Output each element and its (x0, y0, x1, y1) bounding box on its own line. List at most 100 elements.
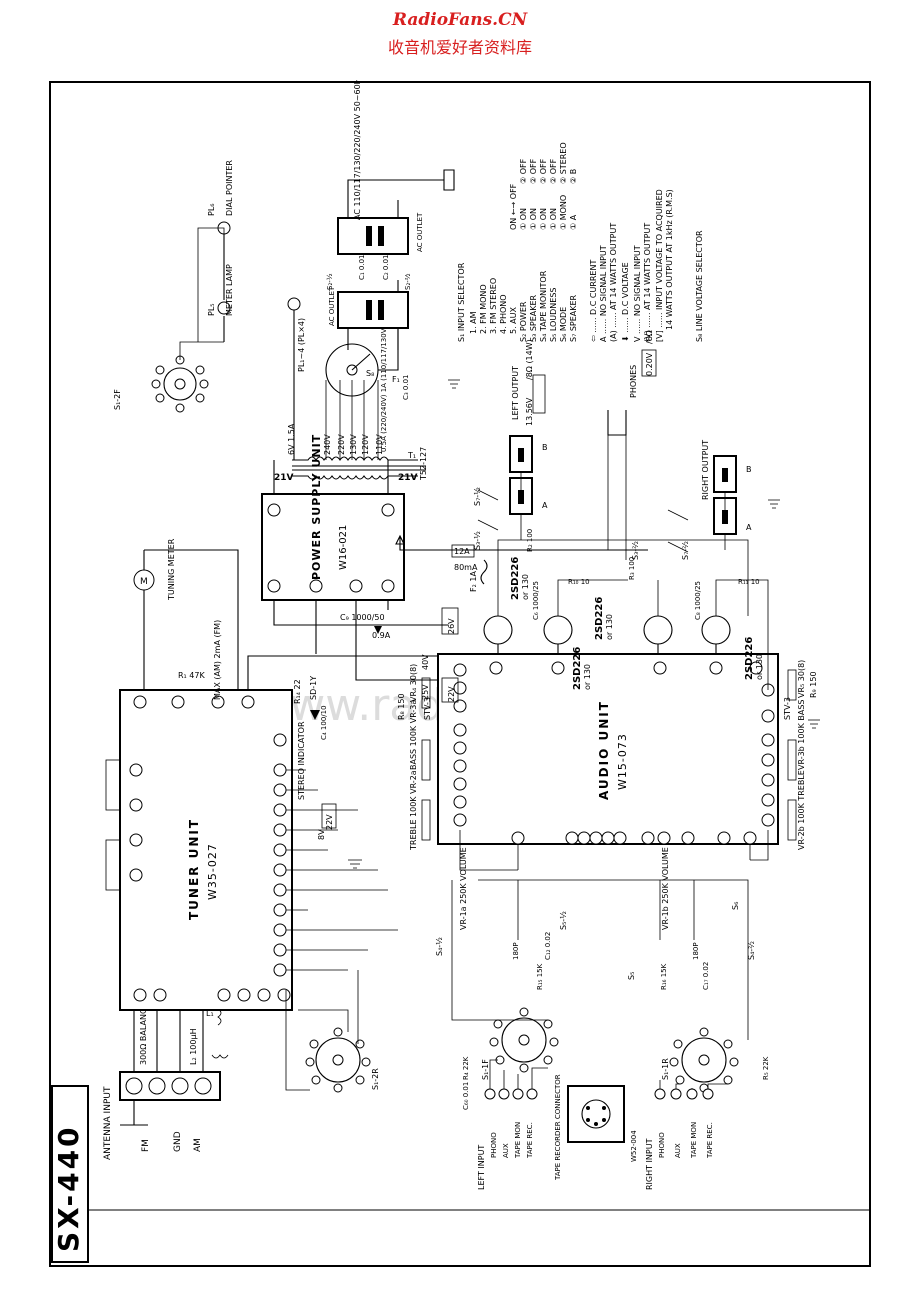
bass-left-label: BASS 100K VR-3a (409, 700, 418, 770)
supply-rails: SD-1Y R₁₄ 22 C₄ 100/10 0.9A 12A 80mA F₂ … (247, 534, 648, 840)
right-aux-label: AUX (674, 1143, 682, 1158)
left-tape-mon-label: TAPE MON (514, 1122, 522, 1159)
phones-title: PHONES (629, 365, 638, 398)
dial-pointer-label: DIAL POINTER (225, 160, 234, 216)
note-8: 14 WATTS OUTPUT AT 1kHz (R.M.S) (665, 189, 674, 330)
note-4: ⬇ ...... D.C VOLTAGE (621, 262, 630, 342)
tuning-meter: M TUNING METER MAX (AM) 2mA (FM) R₁ 47K (133, 538, 239, 700)
left-output-spec: /8Ω (14W) (525, 339, 534, 380)
terminal-screw-1 (125, 1077, 143, 1095)
switch-s6-name: S₆ MODE (559, 307, 568, 342)
c4-label: C₄ 100/10 (320, 705, 328, 740)
vr4-body (421, 677, 431, 709)
left-phono-label: PHONO (490, 1132, 498, 1158)
tuner-title: TUNER UNIT (187, 818, 201, 920)
left-output-title: LEFT OUTPUT (511, 366, 520, 420)
s1-1r-rotor (681, 1037, 727, 1083)
phones-voltage: 0.20V (645, 352, 654, 376)
right-jack-b-label: B (746, 465, 752, 474)
r16-label: R₁₆ 15K (660, 963, 668, 990)
s5-label: S₅ (627, 972, 636, 980)
diode-d1-icon (310, 710, 320, 720)
s5-1-label: S₅-½ (559, 911, 568, 930)
tuner-bracket-1 (105, 759, 121, 811)
psu-title: POWER SUPPLY UNIT (310, 434, 323, 580)
s1-1f-label: S₁-1F (481, 1059, 490, 1080)
s5-off: ② OFF (549, 158, 558, 184)
site-subtitle: 收音机爱好者资料库 (387, 38, 532, 57)
s7-off: ② B (569, 169, 578, 184)
terminal-screw-2 (148, 1077, 166, 1095)
vr5-label: VR₅ 30(8) (797, 660, 806, 698)
antenna-gnd-label: GND (173, 1131, 183, 1152)
bass-right-label: VR-3b 100K BASS (797, 700, 806, 770)
selector-5: 5. AUX (509, 306, 518, 334)
current-80ma: 80mA (454, 563, 478, 572)
ac-power-section: AC OUTLET AC OUTLET C₁ 0.01 C₂ 0.01 S₂-½… (326, 74, 455, 350)
right-phono-label: PHONO (658, 1132, 666, 1158)
c1-label: C₁ 0.01 (358, 254, 366, 280)
q1-part: 2SD226 (510, 557, 521, 600)
v25-label: 25V (421, 684, 430, 700)
pl5-lamp (217, 301, 231, 315)
lamp-tap: 6V 1.5A (287, 423, 296, 455)
s3-off: ② OFF (529, 158, 538, 184)
tape-connector-label: TAPE RECORDER CONNECTOR (554, 1074, 562, 1181)
stereo-indicator-label: STEREO INDICATOR (297, 721, 306, 800)
vr4-label: VR₄ 30(8) (409, 664, 418, 702)
selector-4: 4. PHONO (499, 294, 508, 334)
c12-label: C₁₂ 0.02 (544, 932, 552, 960)
right-jack-a-label: A (746, 523, 752, 532)
v9a-label: 0.9A (372, 631, 391, 640)
legend-block: S₁ INPUT SELECTOR 1. AM 2. FM MONO 3. FM… (457, 142, 704, 342)
note-6: (V) ...... AT 14 WATTS OUTPUT (643, 223, 652, 342)
s3-2-label: S₃-²⁄₂ (631, 541, 640, 560)
note-5: V ...... NO SIGNAL INPUT (633, 245, 642, 342)
tap-240v: 240V (323, 434, 332, 455)
r5-label: R₅ 22K (762, 1056, 770, 1080)
c8-label: C₈ 1000/25 (694, 581, 702, 620)
s3-1-label: S₃-½ (473, 531, 482, 550)
phones-spec: /8Ω (645, 330, 654, 344)
vr3b-body (787, 739, 797, 781)
antenna-title: ANTENNA INPUT (103, 1086, 113, 1160)
l2-coil (211, 1054, 229, 1059)
c17-label: C₁₇ 0.02 (702, 962, 710, 990)
psu-21v-left: 21V (274, 473, 294, 483)
audio-unit-block: AUDIO UNIT W15-073 BASS 100K VR-3a TREBL… (397, 653, 818, 871)
r15-label: R₁₅ 15K (536, 963, 544, 990)
model-title-box (51, 1085, 89, 1263)
pilot-lamps-label: PL₁~4 (PL×4) (297, 318, 306, 372)
pl6-label: PL₆ (207, 204, 216, 217)
fuse-label: F₂ 1A (469, 571, 478, 592)
audio-model: W15-073 (616, 733, 629, 790)
r3-label: R₃ 100 (628, 557, 636, 580)
psu-model: W16-021 (338, 525, 349, 570)
tuning-meter-label: TUNING METER (167, 538, 176, 601)
r9-label: R₉ 150 (809, 671, 818, 698)
phones-jack-icon (607, 410, 627, 436)
q4-part: 2SD226 (744, 637, 755, 680)
ac-outlet-label-2: AC OUTLET (328, 286, 336, 326)
note-9: S₈ LINE VOLTAGE SELECTOR (695, 230, 704, 342)
power-transformer: 240V 220V 130V 120V 110V 6V 1.5A T₁ T52-… (287, 380, 428, 481)
s5-on: ① ON (549, 208, 558, 230)
diode-ref: SD-1Y (309, 676, 318, 700)
r11-label: R₁₁ 10 (738, 578, 760, 586)
input-jacks: LEFT INPUT PHONO AUX TAPE MON TAPE REC. … (462, 1059, 728, 1190)
tap-120v: 120V (361, 434, 370, 455)
s8-label: S₈ (366, 369, 374, 378)
s1-1f-rotor (501, 1017, 547, 1063)
q1-alt: or 130 (521, 574, 530, 600)
terminal-screw-3 (171, 1077, 189, 1095)
l1-label: L₁ (206, 1009, 214, 1018)
fuse-rating: 0.5A (220/240V) 1A (110/117/130V) (380, 326, 388, 452)
current-arrow-icon (374, 626, 382, 634)
vr3a-body (421, 739, 431, 781)
s7-1-label: S₇-½ (473, 487, 482, 506)
switch-s3-name: S₃ SPEAKER (529, 294, 538, 342)
v8-label: 8V (317, 829, 326, 840)
s2-1-label: S₂-½ (326, 273, 334, 290)
s7-on: ① A (569, 214, 578, 230)
r4-label: R₄ 22K (462, 1056, 470, 1080)
